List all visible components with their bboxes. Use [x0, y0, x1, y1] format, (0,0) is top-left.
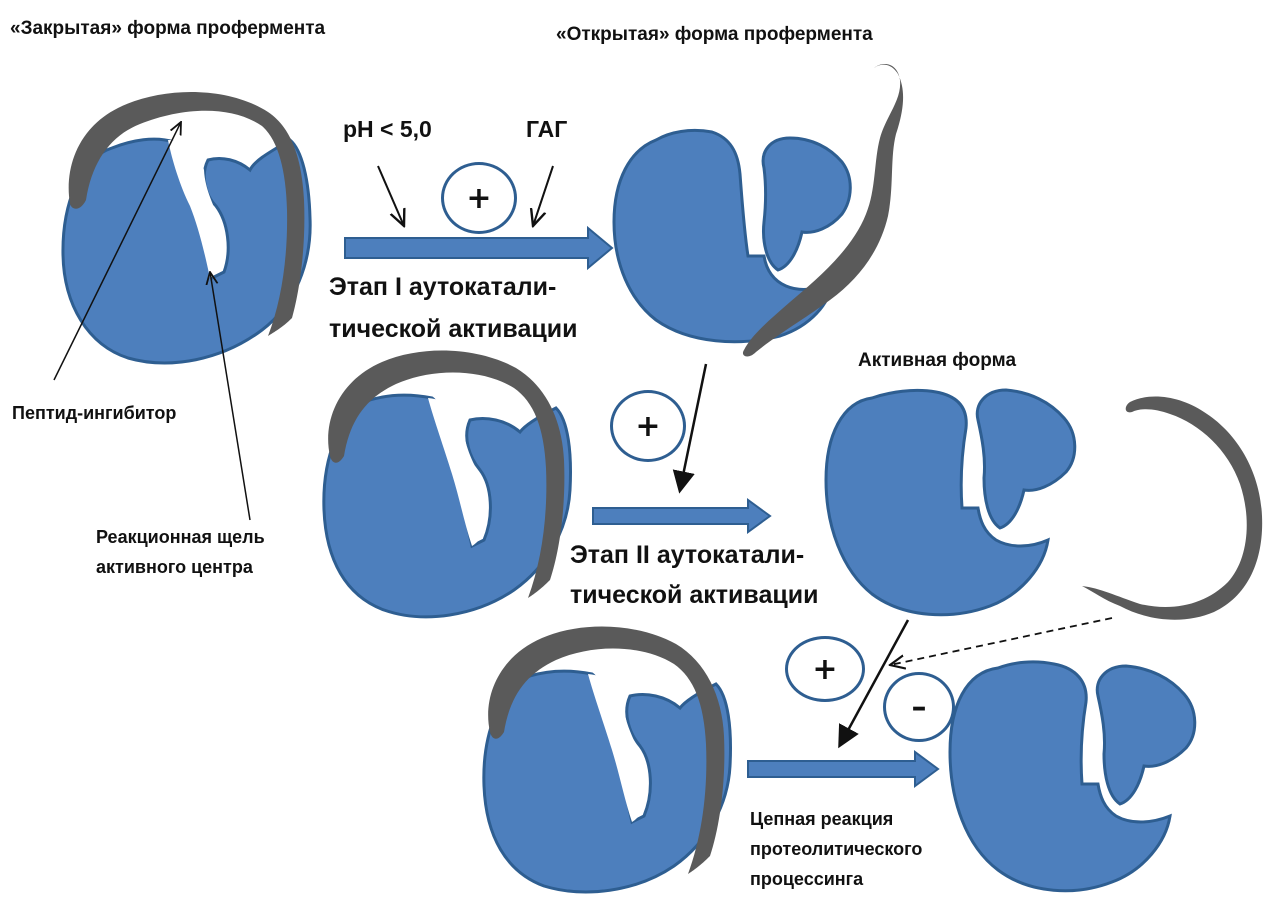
stage2-block-arrow — [593, 500, 770, 532]
inhibition-minus: – — [883, 672, 955, 742]
enzyme-lobe — [1097, 666, 1195, 804]
stage2-label-line2: тической активации — [570, 578, 818, 612]
stage1-block-arrow — [345, 228, 612, 268]
stage1-activation-plus: + — [441, 162, 517, 234]
stage1-label-line1: Этап I аутокатали- — [329, 270, 556, 304]
reaction-cleft-label-line2: активного центра — [96, 554, 253, 580]
ph-label: pH < 5,0 — [343, 116, 432, 143]
chain-reaction-label-line2: протеолитического — [750, 836, 922, 862]
closed-form-title: «Закрытая» форма профермента — [10, 18, 325, 40]
gag-arrow — [533, 166, 553, 226]
active-enzyme — [826, 390, 1262, 620]
stage1-label-line2: тической активации — [329, 312, 577, 346]
enzyme-lobe — [977, 390, 1075, 528]
closed-proenzyme-3 — [484, 627, 731, 892]
enzyme-lobe — [763, 138, 850, 270]
closed-proenzyme-2 — [324, 351, 571, 617]
chain-reaction-label-line1: Цепная реакция — [750, 806, 893, 832]
reaction-cleft-label-line1: Реакционная щель — [96, 524, 265, 550]
ph-arrow — [378, 166, 404, 226]
closed-proenzyme — [63, 92, 310, 363]
released-peptide — [1082, 397, 1262, 620]
chain-activation-plus: + — [785, 636, 865, 702]
stage2-activation-plus: + — [610, 390, 686, 462]
open-proenzyme — [614, 64, 903, 356]
chain-block-arrow — [748, 752, 938, 786]
inhibition-dashed-arrow — [890, 618, 1112, 665]
chain-reaction-label-line3: процессинга — [750, 866, 863, 892]
active-enzyme-2 — [950, 662, 1195, 891]
active-form-title: Активная форма — [858, 350, 1016, 372]
gag-label: ГАГ — [526, 116, 567, 143]
open-form-title: «Открытая» форма профермента — [556, 24, 873, 46]
stage2-label-line1: Этап II аутокатали- — [570, 538, 804, 572]
peptide-inhibitor-label: Пептид-ингибитор — [12, 400, 176, 426]
